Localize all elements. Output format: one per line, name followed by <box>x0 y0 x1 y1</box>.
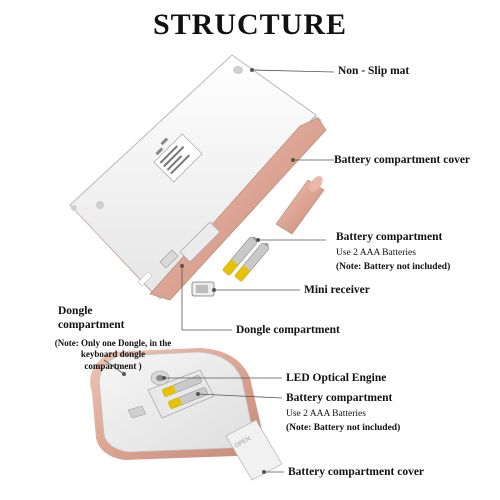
label-keyboard-battery-spec: Use 2 AAA Batteries <box>336 248 416 258</box>
label-mouse-battery-note: (Note: Battery not included) <box>286 423 401 433</box>
keyboard-batteries <box>222 236 270 282</box>
mouse-battery-cover: OPEN <box>225 419 283 481</box>
mouse-underside <box>90 348 262 460</box>
label-keyboard-dongle-compartment: Dongle compartment <box>236 324 340 336</box>
label-led-optical-engine: LED Optical Engine <box>286 372 387 384</box>
mini-receiver <box>191 281 215 297</box>
label-mini-receiver: Mini receiver <box>304 284 370 296</box>
label-mouse-battery-cover: Battery compartment cover <box>288 466 425 478</box>
keyboard-battery-cover <box>275 176 325 235</box>
label-mouse-battery-spec: Use 2 AAA Batteries <box>286 409 366 419</box>
label-keyboard-battery-cover: Battery compartment cover <box>334 154 471 166</box>
label-mouse-dongle-title-line1: Dongle <box>58 305 93 317</box>
label-mouse-battery-compartment: Battery compartment <box>286 392 393 404</box>
label-mouse-dongle-note: (Note: Only one Dongle, in the keyboard … <box>54 338 172 371</box>
diagram-title: STRUCTURE <box>152 8 348 41</box>
label-keyboard-battery-note: (Note: Battery not included) <box>336 262 451 272</box>
label-keyboard-battery-compartment: Battery compartment <box>336 231 443 243</box>
label-non-slip-mat: Non - Slip mat <box>338 65 410 77</box>
label-mouse-dongle-title-line2: compartment <box>58 319 125 331</box>
leader-lines <box>103 68 335 474</box>
keyboard-underside <box>69 54 327 301</box>
